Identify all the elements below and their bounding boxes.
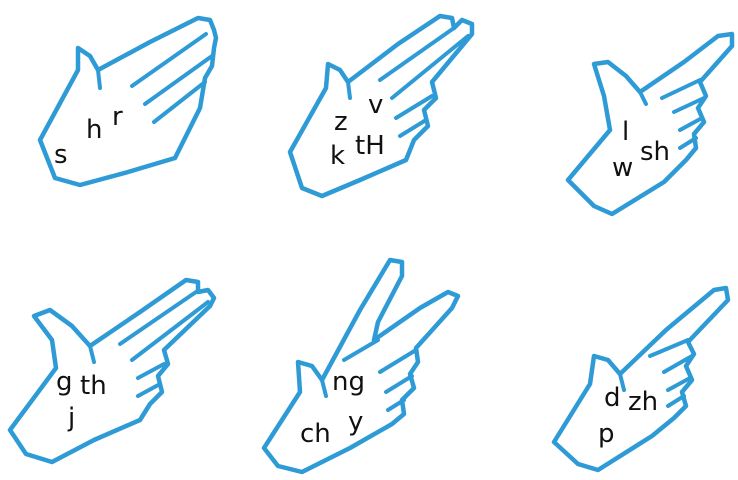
finger-crease xyxy=(384,374,414,394)
hand-4-letter-2: th xyxy=(80,371,107,401)
hand-outline xyxy=(287,13,475,199)
hand-3-letter-2: w xyxy=(612,153,633,183)
hand-1-letter-2: h xyxy=(86,115,102,145)
hand-shape-two-fingers: z v k tH xyxy=(287,13,475,199)
hand-shape-v-sign: ng ch y xyxy=(261,257,461,475)
hand-1-letter-1: s xyxy=(54,140,68,170)
finger-crease xyxy=(96,68,102,90)
finger-crease xyxy=(136,382,162,398)
hand-outline xyxy=(261,257,461,475)
hand-2-letter-3: k xyxy=(330,141,345,171)
finger-crease xyxy=(378,348,418,374)
hand-5-letter-1: ng xyxy=(332,367,365,397)
hand-5-letter-2: ch xyxy=(300,419,331,449)
finger-crease xyxy=(390,34,470,100)
hand-6-letter-1: d xyxy=(604,383,621,413)
finger-crease xyxy=(678,116,704,132)
hand-1-letter-3: r xyxy=(112,102,123,132)
finger-crease xyxy=(346,80,352,100)
hand-outline xyxy=(7,277,217,465)
hand-outline xyxy=(565,31,735,217)
finger-crease xyxy=(118,290,198,346)
hand-4-letter-1: g xyxy=(56,367,73,397)
finger-crease xyxy=(378,26,456,82)
finger-crease xyxy=(152,80,207,124)
finger-crease xyxy=(398,118,428,138)
hand-5-letter-3: y xyxy=(348,407,363,437)
hand-2-letter-4: tH xyxy=(355,131,385,161)
hand-shape-index-point: d zh p xyxy=(551,285,731,473)
finger-crease xyxy=(618,372,626,392)
hand-6-letter-2: zh xyxy=(628,387,658,417)
finger-crease xyxy=(136,362,166,380)
finger-crease xyxy=(666,376,692,392)
hand-shape-flat: s h r xyxy=(37,15,219,188)
hand-3-letter-1: l xyxy=(622,117,629,147)
finger-crease xyxy=(88,344,96,364)
hand-2-letter-2: v xyxy=(368,90,383,120)
hand-2-letter-1: z xyxy=(334,107,348,137)
finger-crease xyxy=(130,300,210,362)
finger-crease xyxy=(143,54,214,106)
hand-4-letter-3: j xyxy=(67,403,75,433)
finger-crease xyxy=(672,96,706,114)
hand-outline xyxy=(551,285,731,473)
hand-shape-index-thumb: l w sh xyxy=(565,31,735,217)
finger-crease xyxy=(648,338,690,358)
finger-crease xyxy=(638,90,648,106)
finger-crease xyxy=(320,378,328,398)
finger-crease xyxy=(130,32,208,88)
hand-shape-two-fingers-thumb: g th j xyxy=(7,277,217,465)
finger-crease xyxy=(662,354,694,374)
finger-crease xyxy=(666,394,686,408)
finger-crease xyxy=(678,136,698,150)
hand-3-letter-3: sh xyxy=(640,137,670,167)
finger-crease xyxy=(386,398,406,412)
hand-6-letter-3: p xyxy=(598,419,615,449)
finger-crease xyxy=(660,78,702,100)
finger-crease xyxy=(394,94,434,120)
finger-crease xyxy=(342,338,380,362)
